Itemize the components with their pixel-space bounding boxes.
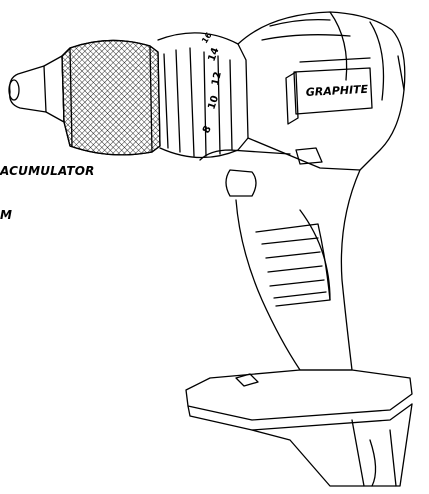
clutch-ring <box>157 32 249 159</box>
chuck-collar-icon <box>61 39 161 156</box>
chuck-tip-icon <box>8 55 65 123</box>
caption-partial: M <box>0 208 13 222</box>
motor-housing <box>237 11 406 171</box>
brand-badge <box>285 57 373 125</box>
battery-mount-icon <box>185 369 413 487</box>
clutch-number-8: 8 <box>201 124 214 135</box>
clutch-number-10: 10 <box>206 94 221 111</box>
brand-logo: GRAPHITE <box>305 83 368 99</box>
clutch-number-14: 14 <box>206 46 221 63</box>
drill-handle <box>235 169 361 371</box>
trigger-icon <box>199 147 323 197</box>
clutch-number-12: 12 <box>210 71 224 87</box>
caption-accumulator: ACUMULATOR <box>0 164 95 178</box>
